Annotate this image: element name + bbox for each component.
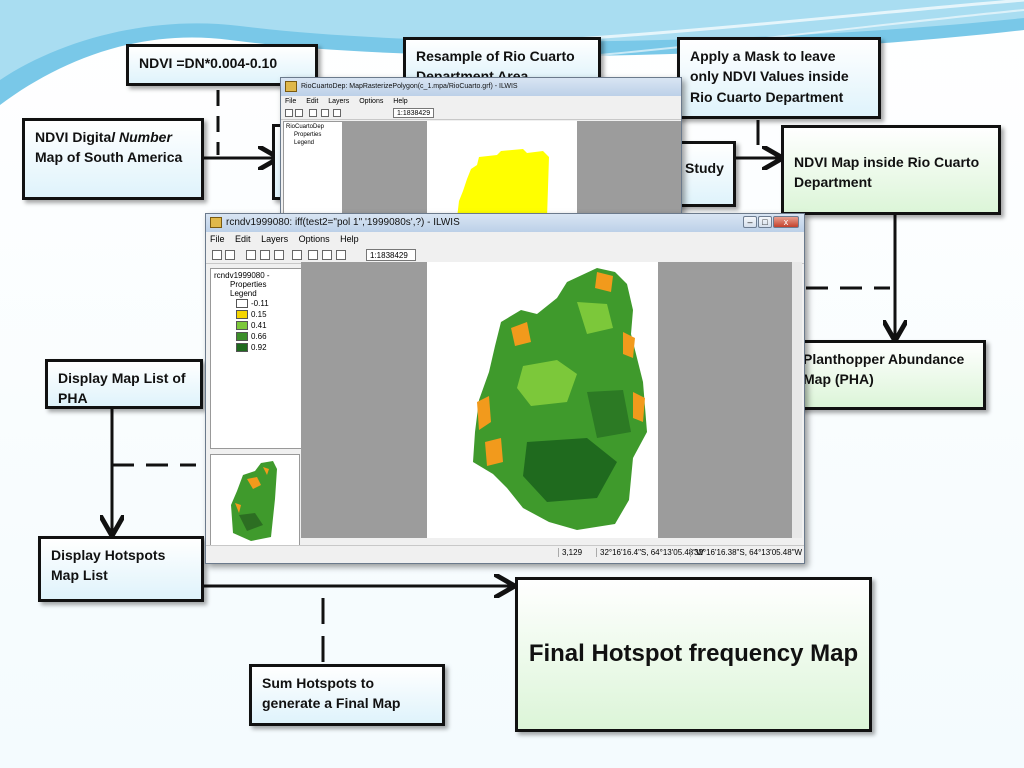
back-map-gray-left — [342, 121, 427, 218]
status-coords-1: 32°16'16.4"S, 64°13'05.48"W — [596, 548, 704, 557]
display-hotspots-text: Display Hotspots Map List — [51, 547, 166, 584]
back-ilwis-window[interactable]: RioCuartoDep: MapRasterizePolygon(c_1.mp… — [280, 77, 682, 219]
legend-label-5: 0.92 — [251, 343, 267, 352]
disk-icon[interactable] — [336, 250, 346, 260]
save-icon[interactable] — [295, 109, 303, 117]
legend-swatch-2 — [236, 310, 248, 319]
final-hotspot-map-box: Final Hotspot frequency Map — [515, 577, 872, 732]
close-button[interactable]: x — [773, 216, 799, 228]
zoom-out-icon[interactable] — [333, 109, 341, 117]
legend-row: -0.11 — [236, 298, 302, 309]
menu-options[interactable]: Options — [298, 234, 330, 244]
select-icon[interactable] — [292, 250, 302, 260]
digital-number-text-b: Map of South America — [35, 149, 183, 166]
study-area-text: Study — [685, 160, 724, 176]
zoom-in-icon[interactable] — [260, 250, 270, 260]
legend-swatch-1 — [236, 299, 248, 308]
legend-label-2: 0.15 — [251, 310, 267, 319]
back-window-toolbar: 1:1838429 — [281, 107, 681, 120]
back-yellow-map — [457, 149, 549, 218]
map-gray-right — [658, 262, 792, 538]
legend-label-1: -0.11 — [251, 299, 269, 308]
ndvi-map — [473, 268, 647, 530]
app-icon — [285, 81, 297, 92]
back-menu-layers[interactable]: Layers — [328, 98, 350, 105]
legend-swatch-3 — [236, 321, 248, 330]
digital-number-text-a: NDVI Digita — [35, 129, 112, 145]
legend-swatch-4 — [236, 332, 248, 341]
tree-root[interactable]: rcndv1999080 - — [214, 271, 270, 280]
back-map-canvas[interactable] — [427, 121, 577, 218]
display-pha-box: Display Map List of PHA — [45, 359, 203, 409]
scale-field[interactable]: 1:1838429 — [366, 249, 416, 261]
back-menu-edit[interactable]: Edit — [306, 98, 319, 105]
legend-row: 0.15 — [236, 309, 302, 320]
menu-help[interactable]: Help — [340, 234, 359, 244]
menu-file[interactable]: File — [210, 234, 225, 244]
front-window-title: rcndv1999080: iff(test2="pol 1",'1999080… — [226, 217, 460, 228]
back-layer-tree[interactable]: RioCuartoDep Properties Legend — [283, 121, 346, 218]
menu-layers[interactable]: Layers — [261, 234, 289, 244]
front-window-titlebar[interactable]: rcndv1999080: iff(test2="pol 1",'1999080… — [206, 214, 804, 232]
legend-label-3: 0.41 — [251, 321, 267, 330]
display-hotspots-box: Display Hotspots Map List — [38, 536, 204, 602]
tree-properties[interactable]: Properties — [230, 280, 267, 289]
digital-number-text-italic: l Number — [111, 129, 172, 145]
sum-hotspots-box: Sum Hotspots to generate a Final Map — [249, 664, 445, 726]
back-tree-properties[interactable]: Properties — [294, 132, 322, 138]
menu-edit[interactable]: Edit — [235, 234, 251, 244]
back-tree-legend[interactable]: Legend — [294, 140, 315, 146]
save-icon[interactable] — [225, 250, 235, 260]
apply-mask-box: Apply a Mask to leave only NDVI Values i… — [677, 37, 881, 119]
final-hotspot-map-text: Final Hotspot frequency Map — [528, 640, 859, 668]
ndvi-map-inside-box: NDVI Map inside Rio Cuarto Department — [781, 125, 1001, 215]
legend-list: -0.11 0.15 0.41 0.66 0.92 — [214, 298, 302, 353]
open-icon[interactable] — [212, 250, 222, 260]
status-rowcol: 3,129 — [558, 548, 582, 557]
legend-label-4: 0.66 — [251, 332, 267, 341]
back-menu-help[interactable]: Help — [393, 98, 408, 105]
ndvi-formula-text: NDVI =DN*0.004-0.10 — [139, 55, 278, 71]
legend-row: 0.92 — [236, 342, 302, 353]
ndvi-map-inside-text: NDVI Map inside Rio Cuarto Department — [794, 154, 980, 191]
front-layer-tree[interactable]: rcndv1999080 - Properties Legend -0.11 0… — [210, 268, 306, 449]
back-scale-field[interactable]: 1:1838429 — [393, 108, 435, 118]
back-menu-file[interactable]: File — [285, 98, 297, 105]
front-window-menubar: File Edit Layers Options Help — [206, 232, 804, 247]
back-menu-options[interactable]: Options — [359, 98, 384, 105]
ndvi-digital-number-box: NDVI Digital Number Map of South America — [22, 118, 204, 200]
overview-map-thumbnail — [231, 461, 277, 541]
pha-map-text: Planthopper Abundance Map (PHA) — [803, 351, 965, 388]
vertical-scrollbar[interactable] — [792, 262, 802, 538]
copy-icon[interactable] — [308, 250, 318, 260]
zoom-in-icon[interactable] — [321, 109, 329, 117]
tree-legend[interactable]: Legend — [230, 289, 257, 298]
apply-mask-text: Apply a Mask to leave only NDVI Values i… — [690, 48, 849, 105]
legend-row: 0.41 — [236, 320, 302, 331]
map-gray-left — [301, 262, 427, 538]
back-map-gray-right — [577, 121, 681, 218]
overview-panel[interactable] — [210, 454, 300, 548]
zoom-out-icon[interactable] — [274, 250, 284, 260]
display-pha-text: Display Map List of PHA — [58, 370, 186, 407]
pan-icon[interactable] — [246, 250, 256, 260]
back-tree-root[interactable]: RioCuartoDep — [286, 124, 325, 130]
minimize-button[interactable]: – — [743, 216, 757, 228]
back-window-titlebar[interactable]: RioCuartoDep: MapRasterizePolygon(c_1.mp… — [281, 78, 681, 96]
pan-icon[interactable] — [309, 109, 317, 117]
back-window-title: RioCuartoDep: MapRasterizePolygon(c_1.mp… — [301, 83, 518, 90]
pha-map-box: Planthopper Abundance Map (PHA) — [780, 340, 986, 410]
sum-hotspots-text: Sum Hotspots to generate a Final Map — [262, 675, 401, 712]
status-bar: 3,129 32°16'16.4"S, 64°13'05.48"W 32°16'… — [206, 545, 804, 562]
legend-swatch-5 — [236, 343, 248, 352]
back-window-menubar: File Edit Layers Options Help — [281, 96, 681, 107]
map-canvas[interactable] — [427, 262, 658, 538]
legend-row: 0.66 — [236, 331, 302, 342]
front-ilwis-window[interactable]: rcndv1999080: iff(test2="pol 1",'1999080… — [205, 213, 805, 564]
open-icon[interactable] — [285, 109, 293, 117]
status-coords-2: 32°16'16.38"S, 64°13'05.48"W — [690, 548, 802, 557]
app-icon — [210, 217, 222, 228]
maximize-button[interactable]: □ — [758, 216, 772, 228]
print-icon[interactable] — [322, 250, 332, 260]
